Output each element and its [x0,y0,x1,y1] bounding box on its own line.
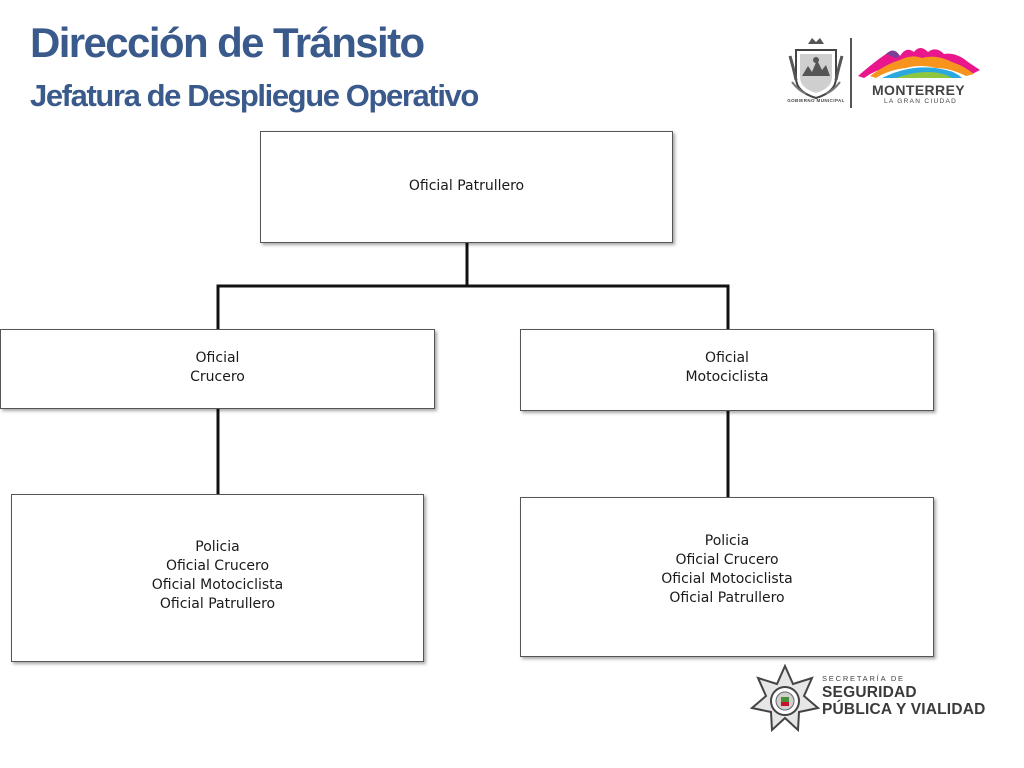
gobierno-municipal-caption: GOBIERNO MUNICIPAL [787,98,845,103]
node-line: Oficial Patrullero [159,596,276,612]
brand-divider [850,38,852,108]
secretaria-line-2: PÚBLICA Y VIALIDAD [822,701,986,718]
node-line: Oficial Patrullero [408,177,525,194]
node-left-subordinates: Policia Oficial Crucero Oficial Motocicl… [11,494,424,662]
page-subtitle: Jefatura de Despliegue Operativo [30,78,479,113]
secretaria-logo: SECRETARÍA DE SEGURIDAD PÚBLICA Y VIALID… [750,664,1010,734]
monterrey-mountain-icon [858,48,980,78]
node-line: Oficial Motociclista [151,577,284,593]
node-right-subordinates: Policia Oficial Crucero Oficial Motocicl… [520,497,934,657]
police-star-badge-icon [750,664,820,733]
node-line: Crucero [190,368,245,385]
node-line: Policia [195,539,240,555]
node-line: Policia [704,533,750,549]
municipal-seal-icon [788,38,844,100]
node-line: Oficial Motociclista [661,571,793,587]
node-line: Motociclista [685,368,769,385]
secretaria-line-1: SEGURIDAD [822,684,917,701]
monterrey-wordmark: MONTERREY [872,82,966,98]
node-oficial-motociclista: Oficial Motociclista [520,329,934,411]
secretaria-prefix: SECRETARÍA DE [822,674,905,683]
node-line: Oficial Crucero [675,552,779,568]
node-oficial-crucero: Oficial Crucero [0,329,435,409]
node-line: Oficial [195,349,240,366]
node-line: Oficial Patrullero [669,590,785,606]
node-line: Oficial Crucero [165,558,270,574]
monterrey-tagline: LA GRAN CIUDAD [884,98,958,105]
page-title: Dirección de Tránsito [30,19,425,66]
monterrey-brand-logo: GOBIERNO MUNICIPAL MONTERREY LA GRAN CIU… [786,36,1006,110]
node-oficial-patrullero: Oficial Patrullero [260,131,673,243]
node-line: Oficial [705,349,749,366]
